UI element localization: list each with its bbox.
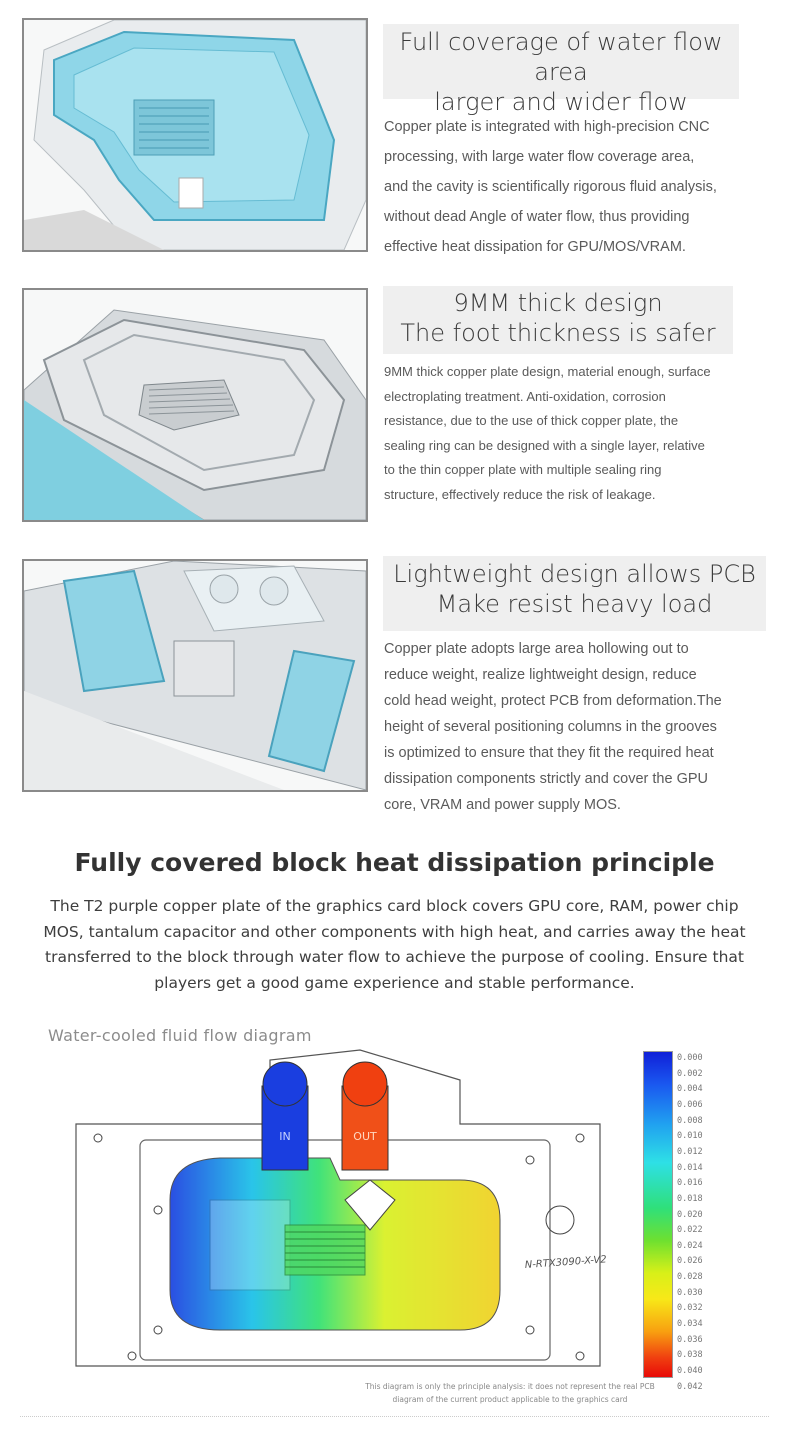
section-title-3: Lightweight design allows PCB Make resis… [383, 556, 766, 631]
description-line: to the thin copper plate with multiple s… [384, 462, 662, 477]
section-description-3: Copper plate adopts large area hollowing… [384, 636, 722, 818]
legend-value: 0.020 [677, 1209, 703, 1220]
flow-diagram-label: Water-cooled fluid flow diagram [48, 1026, 312, 1045]
section-title-2: 9MM thick design The foot thickness is s… [383, 286, 733, 354]
description-line: structure, effectively reduce the risk o… [384, 486, 656, 502]
principle-paragraph: The T2 purple copper plate of the graphi… [0, 894, 789, 996]
inlet-label: IN [279, 1130, 290, 1143]
model-label: N-RTX3090-X-V2 [524, 1254, 607, 1271]
legend-value: 0.042 [677, 1381, 703, 1392]
legend-value: 0.030 [677, 1287, 703, 1298]
legend-value: 0.022 [677, 1225, 703, 1236]
legend-value: 0.036 [677, 1334, 703, 1345]
product-image-thick-design [22, 288, 368, 522]
description-line: is optimized to ensure that they fit the… [384, 745, 714, 761]
legend-value: 0.006 [677, 1099, 703, 1110]
legend-value: 0.034 [677, 1319, 703, 1330]
description-line: and the cavity is scientifically rigorou… [384, 179, 717, 195]
description-line: electroplating treatment. Anti-oxidation… [384, 388, 666, 404]
description-line: dissipation components strictly and cove… [384, 771, 708, 787]
description-line: core, VRAM and power supply MOS. [384, 797, 621, 813]
description-line: cold head weight, protect PCB from defor… [384, 693, 722, 709]
description-line: height of several positioning columns in… [384, 719, 717, 735]
title-line: Full coverage of water flow area [399, 28, 723, 86]
legend-value: 0.010 [677, 1131, 703, 1142]
legend-value: 0.032 [677, 1303, 703, 1314]
legend-value: 0.014 [677, 1162, 703, 1173]
product-image-water-flow [22, 18, 368, 252]
color-scale-legend [643, 1051, 673, 1378]
description-line: without dead Angle of water flow, thus p… [384, 209, 690, 225]
description-line: Copper plate is integrated with high-pre… [384, 119, 710, 135]
paragraph-line: transferred to the block through water f… [45, 948, 744, 966]
legend-value: 0.000 [677, 1053, 703, 1063]
title-line: 9MM thick design [453, 289, 663, 317]
section-description-2: 9MM thick copper plate design, material … [384, 360, 711, 507]
description-line: 9MM thick copper plate design, material … [384, 364, 711, 379]
legend-value: 0.004 [677, 1084, 703, 1095]
outlet-label: OUT [353, 1130, 377, 1143]
divider [20, 1416, 769, 1417]
disclaimer-line: diagram of the current product applicabl… [392, 1395, 628, 1404]
legend-value: 0.024 [677, 1240, 703, 1251]
paragraph-line: players get a good game experience and s… [154, 973, 635, 992]
principle-heading: Fully covered block heat dissipation pri… [74, 848, 715, 877]
paragraph-line: MOS, tantalum capacitor and other compon… [43, 922, 746, 941]
description-line: resistance, due to the use of thick copp… [384, 413, 679, 428]
title-line: Lightweight design allows PCB [393, 560, 756, 588]
fluid-flow-diagram: IN OUT N-RTX3090-X-V2 [40, 1040, 640, 1385]
title-line: The foot thickness is safer [400, 319, 716, 347]
section-title-1: Full coverage of water flow area larger … [383, 24, 739, 116]
section-description-1: Copper plate is integrated with high-pre… [384, 112, 717, 262]
paragraph-line: The T2 purple copper plate of the graphi… [50, 897, 739, 915]
legend-value: 0.028 [677, 1272, 703, 1283]
disclaimer-line: This diagram is only the principle analy… [365, 1382, 655, 1391]
description-line: effective heat dissipation for GPU/MOS/V… [384, 239, 686, 255]
title-line: Make resist heavy load [436, 590, 713, 618]
legend-value: 0.012 [677, 1146, 703, 1157]
legend-value: 0.038 [677, 1350, 703, 1361]
legend-value: 0.040 [677, 1366, 703, 1376]
color-scale-bar [643, 1051, 673, 1378]
legend-value: 0.008 [677, 1115, 703, 1126]
description-line: sealing ring can be designed with a sing… [384, 437, 705, 453]
description-line: reduce weight, realize lightweight desig… [384, 667, 697, 683]
description-line: processing, with large water flow covera… [384, 149, 695, 165]
legend-value: 0.018 [677, 1193, 703, 1204]
legend-value: 0.026 [677, 1256, 703, 1267]
description-line: Copper plate adopts large area hollowing… [384, 641, 689, 657]
legend-value: 0.016 [677, 1178, 703, 1189]
legend-value: 0.002 [677, 1068, 703, 1079]
title-line: larger and wider flow [434, 88, 688, 116]
product-image-lightweight [22, 559, 368, 792]
diagram-disclaimer: This diagram is only the principle analy… [300, 1380, 720, 1406]
